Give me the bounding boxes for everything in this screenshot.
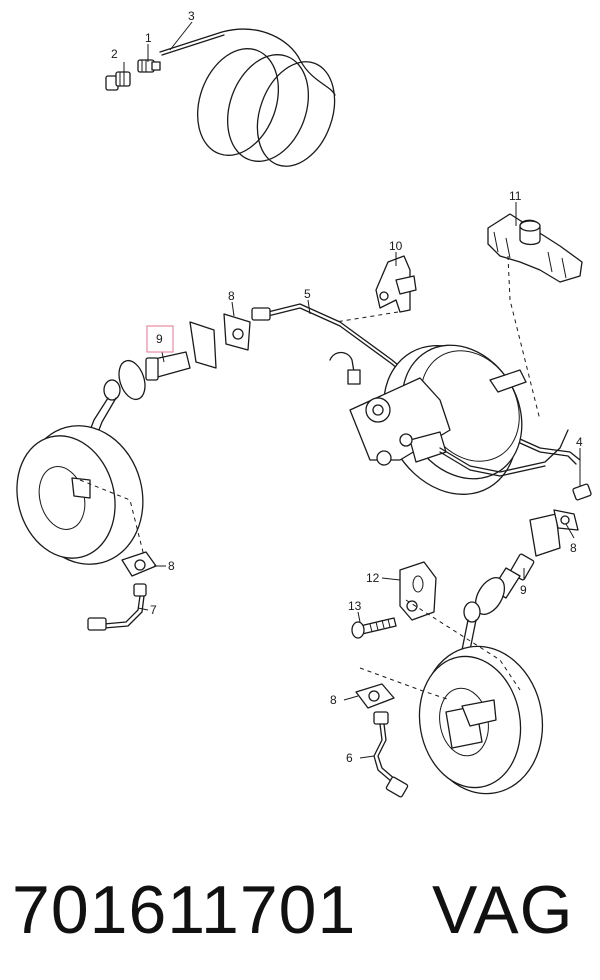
hose-bracket-right [529, 509, 579, 557]
callout-10: 10 [389, 239, 403, 253]
union-fitting [137, 59, 161, 73]
hose-clip-left [121, 551, 157, 577]
highlight-box [146, 325, 174, 353]
bolt [351, 617, 397, 639]
callout-8-bottom-left: 8 [168, 559, 175, 573]
hose-clip-right [355, 683, 395, 709]
callout-11: 11 [509, 189, 522, 203]
brake-disc-left [16, 425, 144, 565]
mounting-bracket [375, 255, 417, 313]
routing-dashed-lines [79, 255, 541, 701]
brake-line-exploded-diagram: 1 2 3 4 5 6 7 8 8 8 8 9 9 10 11 12 13 [16, 9, 592, 798]
footer: 701611701 VAG [0, 855, 600, 965]
callout-4: 4 [576, 435, 583, 449]
callout-9-left: 9 [156, 332, 163, 346]
brake-disc-right [418, 645, 544, 795]
callout-13: 13 [348, 599, 362, 613]
callout-labels: 1 2 3 4 5 6 7 8 8 8 8 9 9 10 11 12 13 [111, 9, 583, 765]
callout-5: 5 [304, 287, 311, 301]
brake-booster [329, 344, 569, 495]
brake-line-fitting-right [572, 483, 592, 501]
callout-7: 7 [150, 603, 157, 617]
union-nut [105, 71, 131, 91]
callout-8-top-left: 8 [228, 289, 235, 303]
brake-line-left [87, 583, 147, 631]
leader-lines [123, 21, 581, 759]
retaining-plate [399, 561, 437, 621]
callout-3: 3 [188, 9, 195, 23]
callout-9-right: 9 [520, 583, 527, 597]
callout-8-right: 8 [570, 541, 577, 555]
callout-6: 6 [346, 751, 353, 765]
callout-8-bottom-right: 8 [330, 693, 337, 707]
callout-2: 2 [111, 47, 118, 61]
pipe-clamp-bracket [487, 213, 583, 283]
brake-line-right [373, 711, 409, 798]
brand-name: VAG [432, 872, 574, 948]
hose-bracket-left-top [189, 313, 251, 369]
coiled-brake-line [159, 28, 336, 167]
callout-12: 12 [366, 571, 380, 585]
part-number: 701611701 [12, 872, 357, 948]
callout-1: 1 [145, 31, 152, 45]
